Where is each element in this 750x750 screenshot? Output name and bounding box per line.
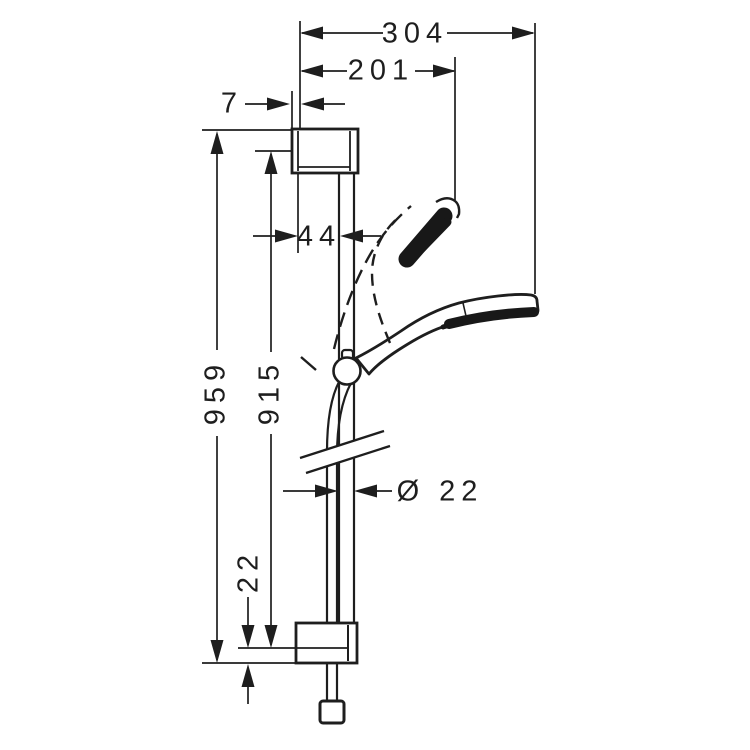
dim-959-label: 959 (199, 358, 232, 426)
hand-shower-body (354, 293, 540, 376)
hose-connector (318, 699, 346, 725)
wall-bar (337, 173, 356, 623)
break-mark (299, 429, 391, 475)
spray-mode-mark (462, 302, 467, 317)
top-bracket (290, 127, 360, 175)
dim-304-label: 304 (381, 17, 449, 50)
slider-holder (332, 348, 362, 386)
dim-44-label: 44 (296, 220, 342, 253)
dim-7-label: 7 (220, 87, 244, 120)
extension-lines (202, 21, 536, 664)
shower-hose (318, 379, 352, 725)
hand-shower (354, 293, 540, 376)
alt-head-cap (435, 197, 461, 219)
holder-knob (332, 356, 362, 386)
dim-915-label: 915 (253, 358, 286, 426)
bottom-bracket (294, 621, 359, 665)
dim-22-label: 22 (232, 548, 265, 594)
dimension-arrows (210, 26, 535, 687)
dim-201-label: 201 (347, 54, 415, 87)
hand-shower-alt-position (300, 197, 461, 371)
dim-diameter-label: Ø 22 (396, 475, 484, 508)
